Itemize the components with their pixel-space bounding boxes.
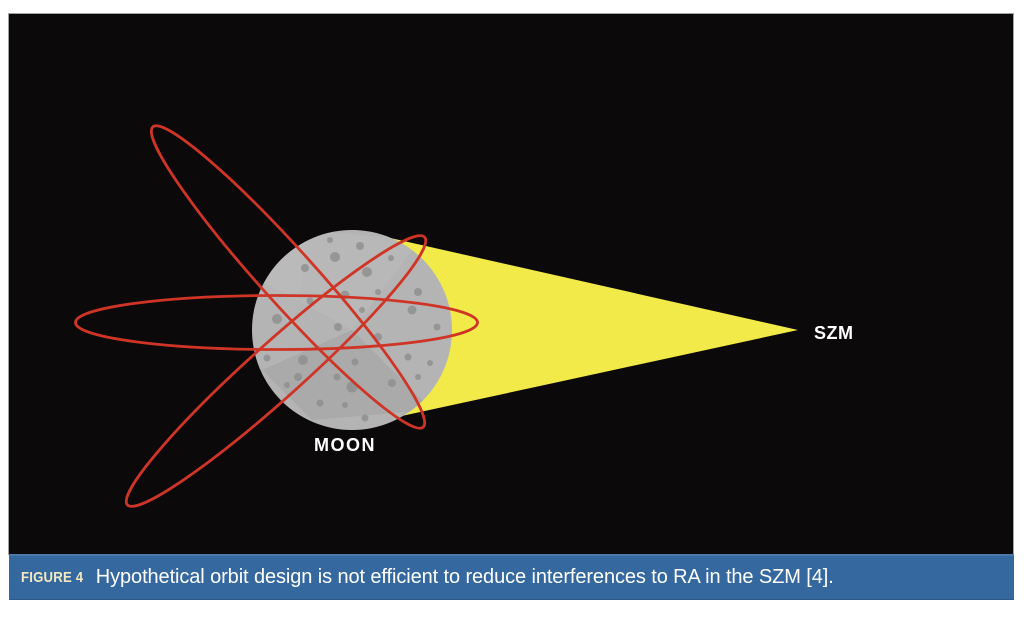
szm-cone: [355, 230, 798, 417]
moon-crater: [415, 374, 421, 380]
moon-crater: [359, 307, 365, 313]
moon-crater: [306, 297, 314, 305]
moon-label: MOON: [314, 435, 376, 455]
moon-crater: [316, 399, 324, 407]
moon-crater: [433, 323, 441, 331]
moon-crater: [407, 305, 417, 315]
moon-crater: [362, 267, 372, 277]
moon-crater: [375, 289, 381, 295]
moon-crater: [388, 255, 394, 261]
moon-crater: [294, 373, 302, 381]
moon-crater: [334, 323, 342, 331]
moon-crater: [361, 414, 369, 422]
moon-crater: [330, 252, 340, 262]
orbit-ellipse: [74, 294, 479, 351]
moon-crater: [427, 360, 433, 366]
figure-canvas: [74, 124, 798, 508]
moon-crater: [298, 355, 308, 365]
figure-number-tag: FIGURE 4: [21, 569, 84, 586]
orbit-ellipse: [124, 234, 428, 508]
moon-crater: [414, 288, 422, 296]
moon-crater: [333, 373, 341, 381]
moon-crater: [327, 237, 333, 243]
moon-crater: [356, 242, 364, 250]
moon-crater: [342, 402, 348, 408]
figure-caption-text: Hypothetical orbit design is not efficie…: [95, 566, 834, 588]
szm-label: SZM: [814, 323, 854, 343]
moon-crater: [263, 354, 271, 362]
figure-caption-bar: FIGURE 4 Hypothetical orbit design is no…: [9, 554, 1014, 600]
figure-panel: MOON SZM: [9, 14, 1013, 554]
moon-crater: [388, 379, 396, 387]
moon-crater: [301, 264, 309, 272]
moon-crater: [351, 358, 359, 366]
moon-crater: [272, 314, 282, 324]
moon-crater: [284, 382, 290, 388]
moon-crater: [404, 353, 412, 361]
